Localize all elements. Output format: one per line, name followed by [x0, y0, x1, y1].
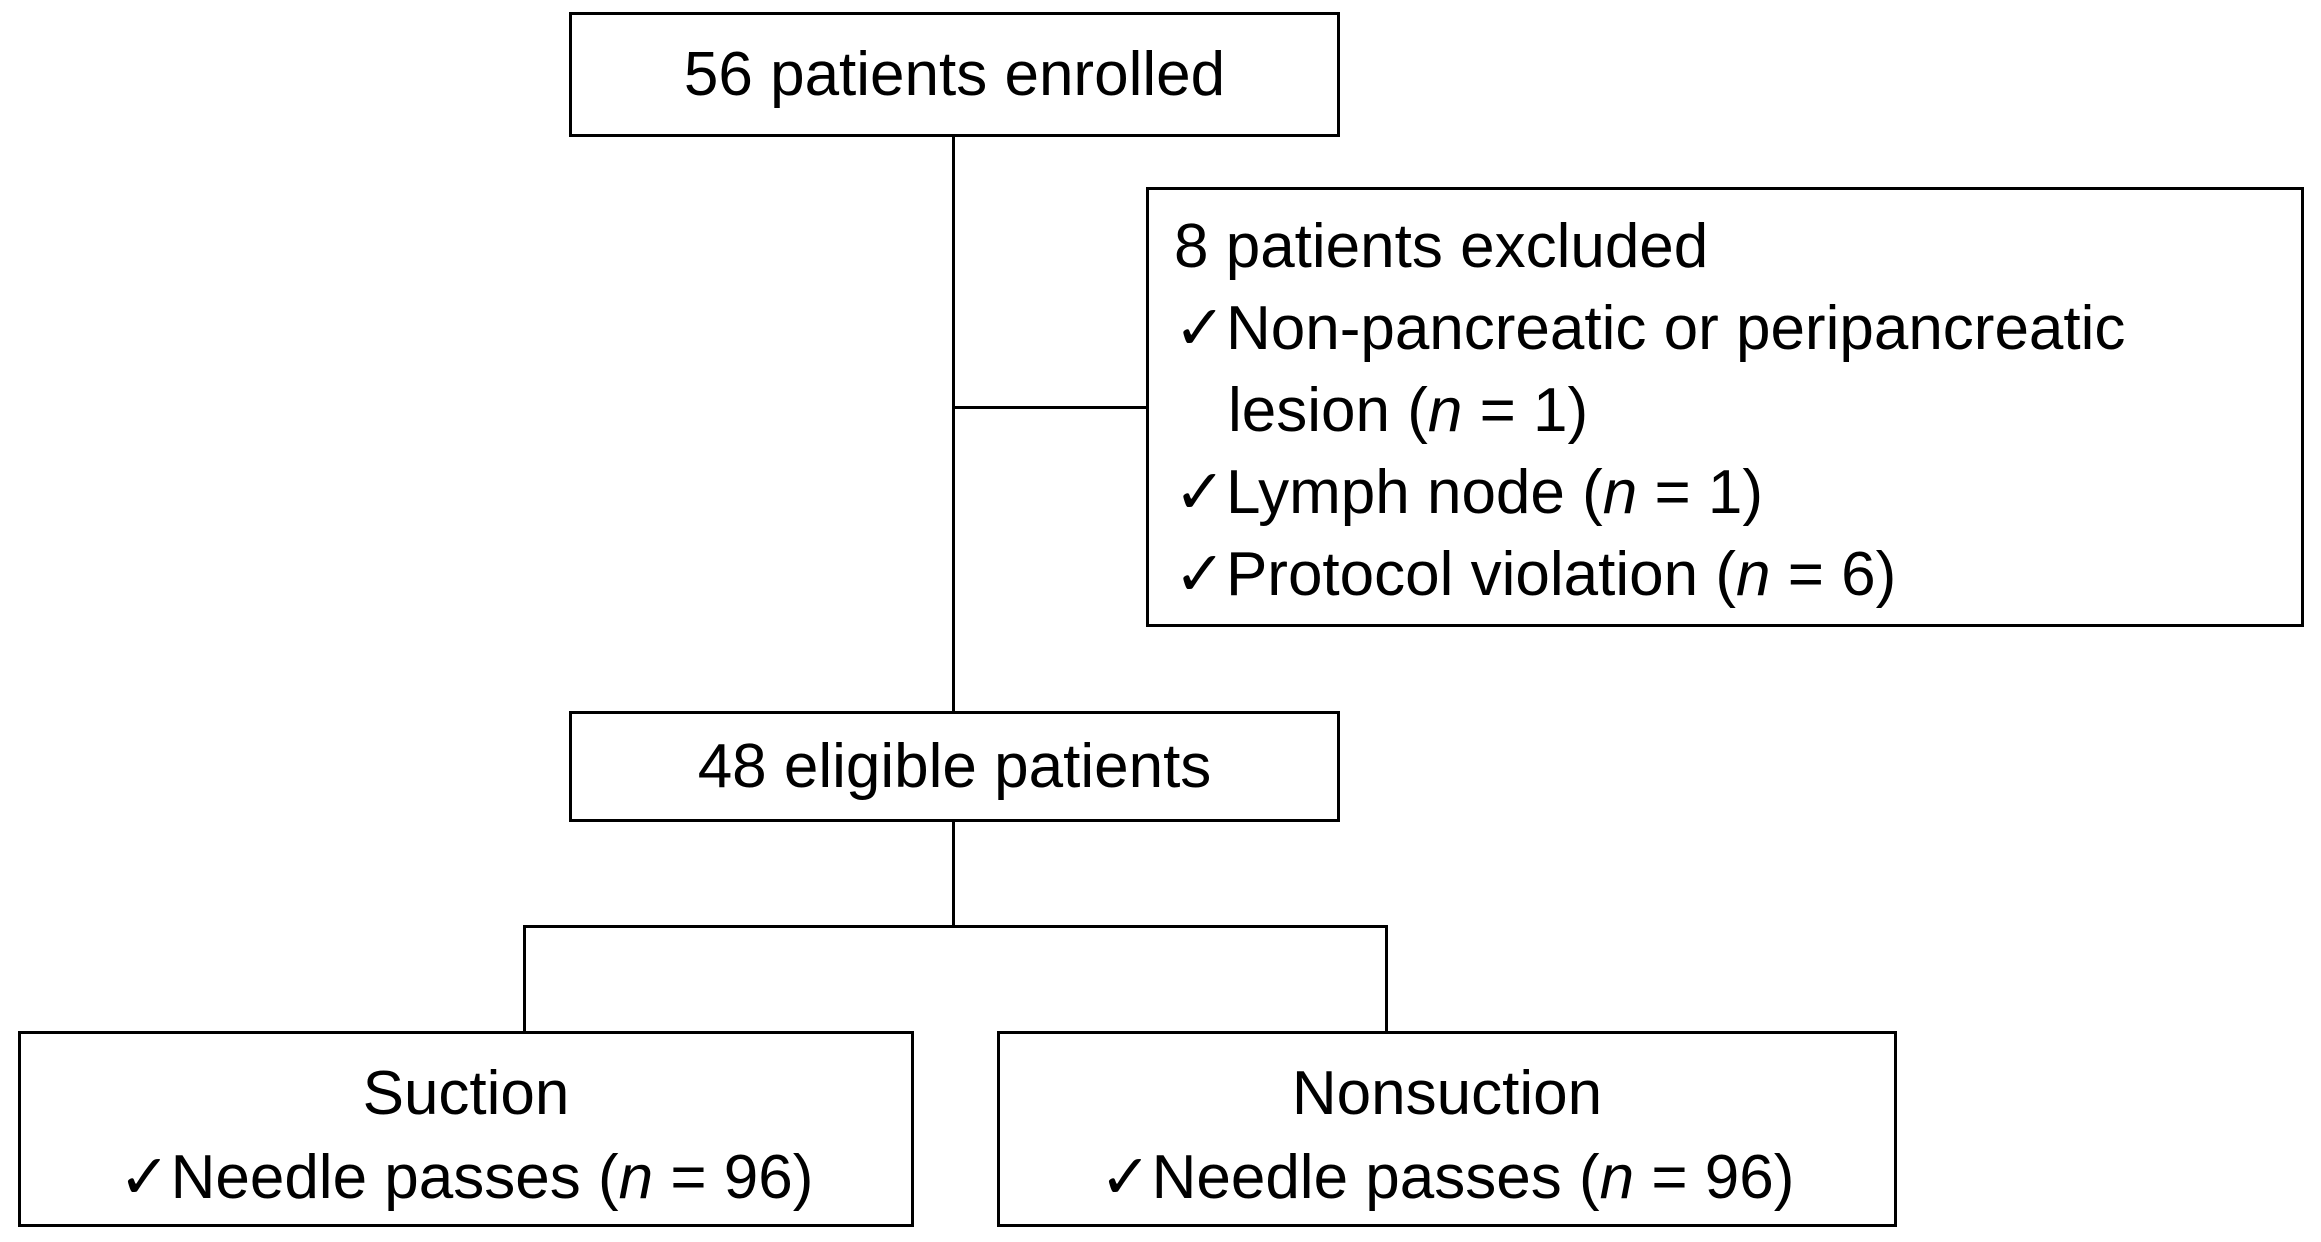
- suction-arm-box: Suction ✓Needle passes (n = 96): [18, 1031, 914, 1227]
- excluded-item-nonpancreatic-line2: lesion (n = 1): [1228, 376, 1589, 445]
- excluded-title: 8 patients excluded: [1174, 212, 1709, 281]
- connector-split-horizontal: [523, 925, 1388, 928]
- nonsuction-needle-passes: ✓Needle passes (n = 96): [1000, 1136, 1894, 1220]
- connector-to-excluded: [952, 406, 1146, 409]
- excluded-item-nonpancreatic: ✓Non-pancreatic or peripancreatic: [1174, 288, 2125, 370]
- enrolled-text: 56 patients enrolled: [683, 40, 1226, 109]
- nonsuction-arm-box: Nonsuction ✓Needle passes (n = 96): [997, 1031, 1897, 1227]
- connector-to-suction: [523, 925, 526, 1031]
- enrolled-box: 56 patients enrolled: [569, 12, 1340, 137]
- nonsuction-arm-title: Nonsuction: [1291, 1059, 1603, 1128]
- excluded-item-protocol-violation: ✓Protocol violation (n = 6): [1174, 534, 2125, 616]
- checkmark-icon: ✓: [1174, 294, 1226, 363]
- connector-enrolled-to-eligible: [952, 137, 955, 711]
- suction-needle-passes: ✓Needle passes (n = 96): [21, 1136, 911, 1220]
- eligible-box: 48 eligible patients: [569, 711, 1340, 822]
- excluded-content: 8 patients excluded ✓Non-pancreatic or p…: [1174, 206, 2125, 616]
- suction-arm-title: Suction: [362, 1059, 570, 1128]
- checkmark-icon: ✓: [1099, 1143, 1152, 1212]
- connector-eligible-down: [952, 822, 955, 927]
- excluded-item-lymph-node: ✓Lymph node (n = 1): [1174, 452, 2125, 534]
- connector-to-nonsuction: [1385, 925, 1388, 1031]
- checkmark-icon: ✓: [118, 1143, 171, 1212]
- excluded-box: 8 patients excluded ✓Non-pancreatic or p…: [1146, 187, 2304, 627]
- checkmark-icon: ✓: [1174, 458, 1226, 527]
- checkmark-icon: ✓: [1174, 540, 1226, 609]
- eligible-text: 48 eligible patients: [697, 732, 1212, 801]
